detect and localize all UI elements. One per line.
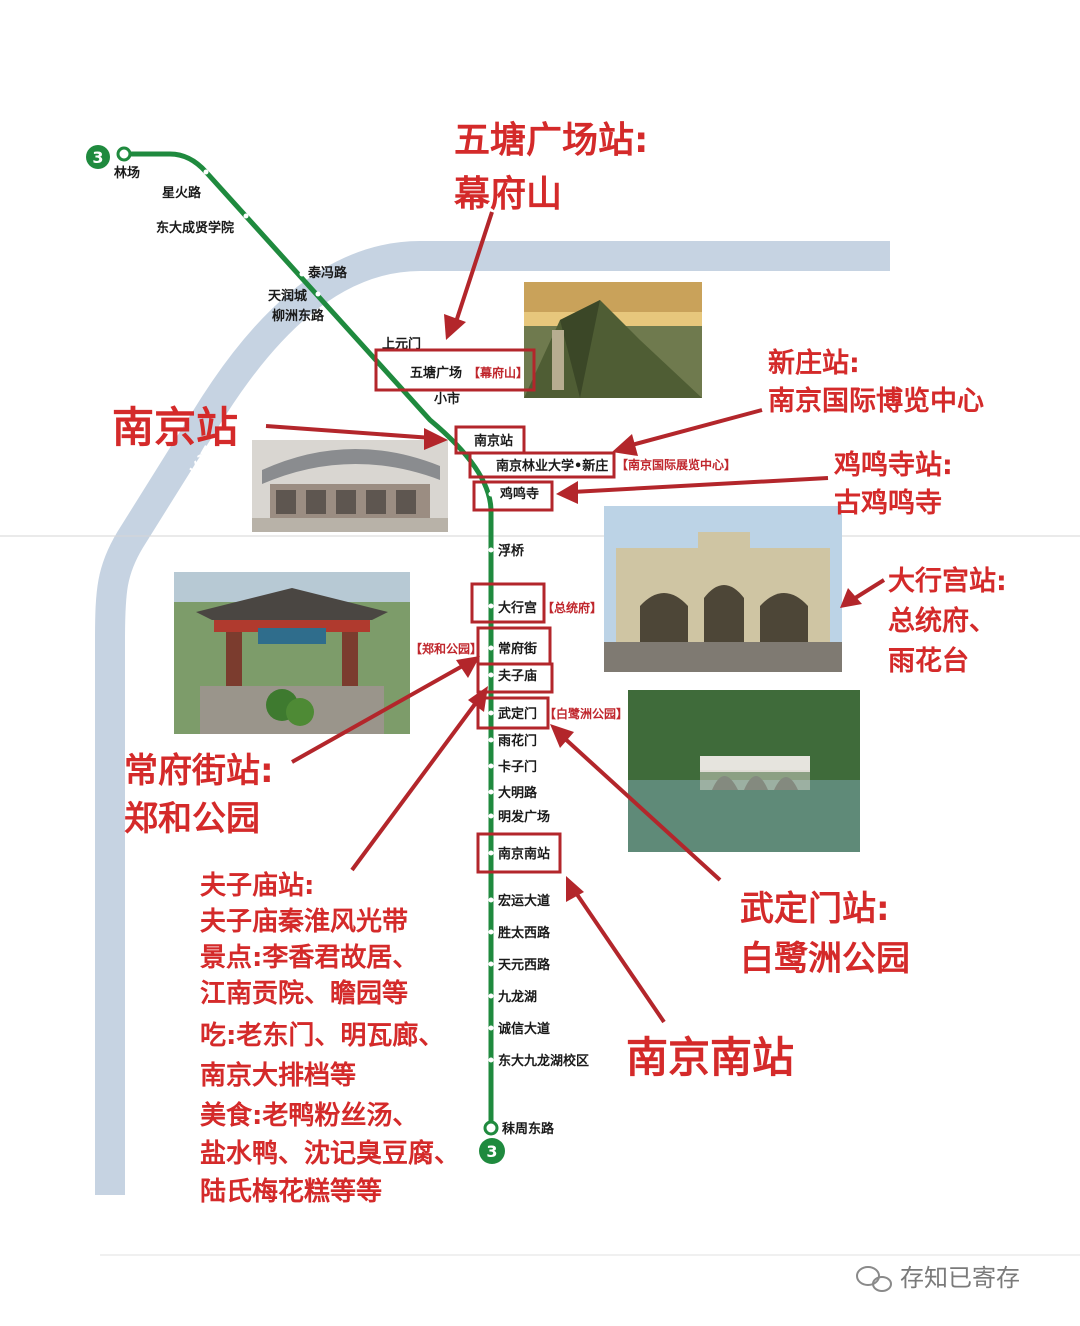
annotation-fuzimiao-line3: 景点:李香君故居、 bbox=[200, 942, 418, 973]
station-label: 小市 bbox=[434, 391, 460, 407]
annotation-fuzimiao-line7: 美食:老鸭粉丝汤、 bbox=[200, 1100, 418, 1131]
highlight-box-jiming bbox=[472, 480, 554, 512]
watermark-text: 存知已寄存 bbox=[900, 1264, 1020, 1292]
station-tag: 【南京国际展览中心】 bbox=[616, 457, 736, 472]
annotation-fuzimiao-line6: 南京大排档等 bbox=[200, 1060, 356, 1091]
station-dots bbox=[203, 169, 494, 1063]
station-label: 五塘广场 bbox=[410, 365, 462, 381]
annotation-fuzimiao-line4: 江南贡院、瞻园等 bbox=[200, 978, 408, 1009]
station-label: 宏运大道 bbox=[498, 893, 550, 909]
railway-station-photo bbox=[252, 440, 448, 532]
station-label: 雨花门 bbox=[498, 733, 537, 749]
presidential-palace-photo bbox=[604, 506, 842, 672]
wechat-icon bbox=[856, 1266, 892, 1292]
svg-text:3: 3 bbox=[486, 1142, 497, 1161]
annotation-nanjingnan: 南京南站 bbox=[626, 1033, 794, 1082]
station-label: 秣周东路 bbox=[502, 1121, 555, 1137]
station-label: 九龙湖 bbox=[497, 989, 537, 1005]
station-tag: 【总统府】 bbox=[542, 600, 602, 615]
annotation-wudingmen-line2: 白鹭洲公园 bbox=[740, 939, 910, 979]
highlight-box-wutang bbox=[374, 348, 536, 392]
station-label: 林场 bbox=[114, 165, 140, 181]
terminal-lin-chang bbox=[116, 146, 132, 162]
bailuzhou-bridge-photo bbox=[628, 690, 860, 852]
annotation-daxinggong-line2: 总统府、 bbox=[888, 605, 996, 637]
annotation-daxinggong-line1: 大行宫站: bbox=[888, 565, 1007, 597]
annotation-nanjing: 南京站 bbox=[112, 403, 238, 452]
station-label: 常府街 bbox=[498, 641, 537, 657]
station-label: 天润城 bbox=[268, 288, 307, 304]
station-label: 南京林业大学•新庄 bbox=[496, 458, 608, 474]
terminal-mozhou bbox=[483, 1120, 499, 1136]
station-label: 星火路 bbox=[162, 185, 202, 201]
station-label: 柳洲东路 bbox=[272, 308, 325, 324]
line-3-badge-top: 3 bbox=[86, 145, 110, 169]
highlight-box-nanjingnan bbox=[476, 832, 562, 874]
station-label: 卡子门 bbox=[498, 759, 537, 775]
station-label: 大行宫 bbox=[498, 600, 537, 616]
station-label: 大明路 bbox=[498, 785, 538, 801]
highlight-box-wudingmen bbox=[476, 696, 550, 730]
metro-line-3 bbox=[124, 151, 494, 1128]
annotation-xinzhuang-line1: 新庄站: bbox=[768, 347, 860, 379]
annotation-fuzimiao-line2: 夫子庙秦淮风光带 bbox=[200, 906, 408, 937]
annotation-jiming-line1: 鸡鸣寺站: bbox=[833, 450, 953, 481]
annotation-arrows bbox=[265, 211, 886, 1024]
station-tag: 【幕府山】 bbox=[468, 365, 528, 380]
zhenghe-park-gate-photo bbox=[174, 572, 410, 734]
station-label: 上元门 bbox=[382, 336, 421, 352]
station-label: 胜太西路 bbox=[498, 925, 551, 941]
station-label: 鸡鸣寺 bbox=[499, 486, 539, 502]
annotation-daxinggong-line3: 雨花台 bbox=[888, 645, 969, 677]
station-label: 武定门 bbox=[498, 706, 537, 722]
station-tag: 【郑和公园】 bbox=[410, 641, 482, 656]
station-label: 南京南站 bbox=[498, 846, 550, 862]
annotation-wudingmen-line1: 武定门站: bbox=[740, 889, 890, 929]
station-label: 浮桥 bbox=[498, 543, 525, 559]
highlight-box-daxinggong bbox=[470, 582, 546, 624]
station-label: 东大九龙湖校区 bbox=[498, 1053, 589, 1069]
station-label: 泰冯路 bbox=[307, 265, 348, 281]
river-band bbox=[95, 241, 890, 1195]
highlight-box-fuzimiao bbox=[476, 662, 554, 694]
highlight-box-xinzhuang bbox=[468, 451, 616, 479]
station-label: 南京站 bbox=[474, 433, 513, 449]
mufushan-photo bbox=[524, 282, 702, 398]
annotation-wutang-line2: 幕府山 bbox=[453, 173, 562, 215]
annotation-xinzhuang-line2: 南京国际博览中心 bbox=[768, 385, 984, 417]
annotation-jiming-line2: 古鸡鸣寺 bbox=[834, 488, 942, 519]
line-3-badge-bottom: 3 bbox=[479, 1138, 505, 1164]
annotation-fuzimiao-line1: 夫子庙站: bbox=[200, 870, 314, 901]
annotation-fuzimiao-line5: 吃:老东门、明瓦廊、 bbox=[200, 1020, 444, 1051]
station-label: 天元西路 bbox=[498, 957, 551, 973]
station-label: 诚信大道 bbox=[498, 1021, 550, 1037]
annotation-changfujie-line2: 郑和公园 bbox=[124, 799, 260, 839]
station-label: 夫子庙 bbox=[498, 668, 537, 684]
annotation-fuzimiao-line9: 陆氏梅花糕等等 bbox=[200, 1176, 382, 1207]
annotation-wutang-line1: 五塘广场站: bbox=[454, 120, 648, 161]
station-label: 明发广场 bbox=[498, 809, 550, 825]
svg-text:3: 3 bbox=[92, 148, 103, 167]
annotation-fuzimiao-line8: 盐水鸭、沈记臭豆腐、 bbox=[200, 1139, 460, 1169]
annotation-changfujie-line1: 常府街站: bbox=[124, 751, 274, 791]
station-label: 东大成贤学院 bbox=[156, 220, 234, 236]
station-tag: 【白鹭洲公园】 bbox=[544, 706, 628, 721]
